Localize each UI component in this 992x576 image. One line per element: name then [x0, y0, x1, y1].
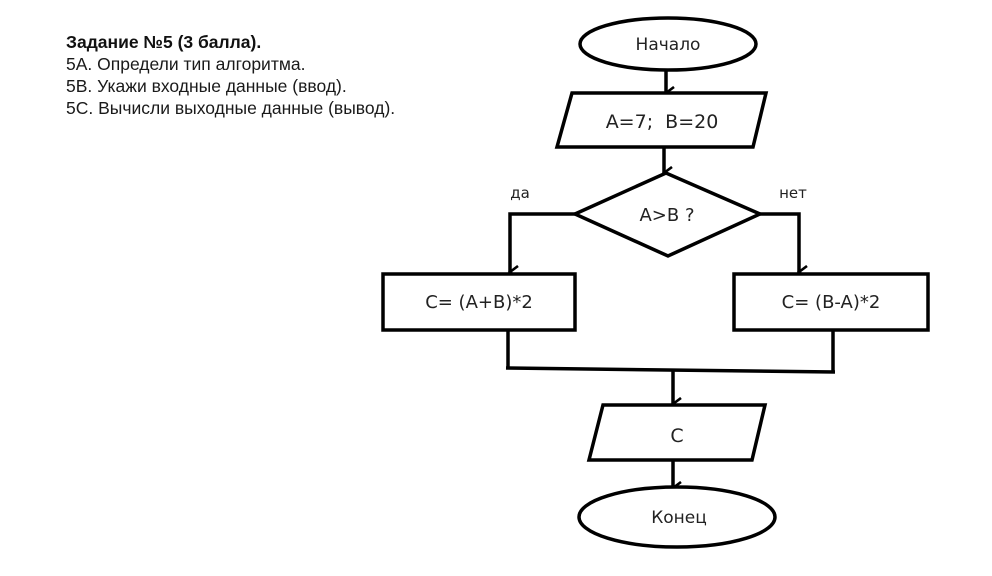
decision-diamond: [570, 171, 765, 258]
input-label: A=7; B=20: [606, 111, 719, 133]
output-parallelogram: [586, 403, 768, 462]
task-item-5a: 5А. Определи тип алгоритма.: [66, 54, 306, 74]
arrow-no-branch: [760, 212, 799, 272]
start-terminal: [578, 16, 758, 72]
task-item-5b: 5В. Укажи входные данные (ввод).: [66, 76, 347, 96]
decision-label: A>B ?: [639, 205, 694, 226]
end-terminal: [577, 485, 777, 549]
no-process-box: [732, 272, 930, 332]
task-item-5c: 5С. Вычисли выходные данные (вывод).: [66, 98, 396, 118]
arrow-yes-branch: [510, 212, 575, 272]
no-process-label: C= (B-A)*2: [782, 292, 881, 313]
no-label: нет: [779, 184, 807, 202]
task-block: Задание №5 (3 балла). 5А. Определи тип а…: [66, 31, 395, 119]
yes-process-box: [381, 272, 577, 332]
output-label: C: [670, 425, 683, 447]
yes-label: да: [510, 184, 530, 202]
connectors: [505, 70, 836, 488]
end-label: Конец: [651, 508, 707, 528]
input-parallelogram: [554, 91, 769, 149]
yes-process-label: C= (A+B)*2: [425, 292, 533, 313]
task-title: Задание №5 (3 балла).: [66, 32, 262, 52]
start-label: Начало: [636, 35, 701, 55]
line-merge: [505, 366, 836, 374]
